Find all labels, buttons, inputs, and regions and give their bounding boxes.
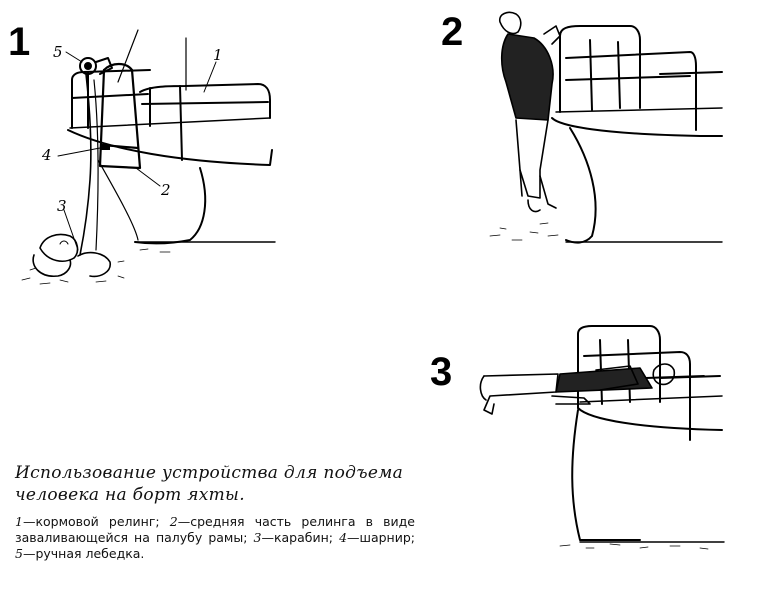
panel-number-2: 2: [441, 10, 464, 54]
panel-2-water: [489, 222, 559, 241]
callout-1: 1: [213, 46, 223, 64]
callout-3: 3: [57, 197, 67, 215]
panel-2-stern-rail: [559, 25, 723, 131]
panel-1-swing-frame: [98, 62, 142, 170]
legend-text-5: —ручная лебедка.: [22, 546, 145, 561]
legend-key-5: 5: [15, 546, 23, 561]
panel-1-water: [21, 248, 171, 285]
panel-3-water: [559, 543, 709, 550]
panel-2-drawing: [489, 11, 723, 244]
caption-title: Использование устройства для подъема чел…: [15, 463, 404, 505]
panel-1-winch: [79, 57, 113, 75]
panel-1-keel: [134, 167, 207, 245]
panel-2-person-lifted: [498, 11, 561, 213]
callout-5: 5: [53, 43, 63, 61]
figure-caption: Использование устройства для подъема чел…: [15, 462, 415, 562]
callout-2: 2: [161, 181, 171, 199]
legend-key-2: 2: [169, 514, 178, 529]
caption-legend: 1—кормовой релинг; 2—средняя часть релин…: [15, 514, 415, 562]
panel-1-drawing: [21, 29, 276, 285]
legend-key-3: 3: [253, 530, 262, 545]
legend-text-1: —кормовой релинг;: [22, 514, 170, 529]
panel-2-hull: [551, 117, 723, 137]
panel-1-hull: [67, 129, 273, 166]
legend-text-2: —средняя часть релинга в виде заваливающ…: [15, 514, 415, 545]
callout-4: 4: [42, 146, 52, 164]
legend-text-3: —карабин;: [261, 530, 340, 545]
panel-1-person-in-water: [32, 233, 111, 278]
panel-3-hull: [577, 407, 723, 431]
panel-1-rope: [79, 73, 92, 256]
panel-number-1: 1: [8, 20, 31, 64]
panel-number-3: 3: [430, 350, 453, 394]
legend-key-4: 4: [339, 530, 348, 545]
legend-text-4: —шарнир;: [347, 530, 415, 545]
legend-key-1: 1: [15, 514, 23, 529]
panel-3-person-aboard: [479, 363, 676, 415]
panel-3-drawing: [479, 325, 725, 550]
